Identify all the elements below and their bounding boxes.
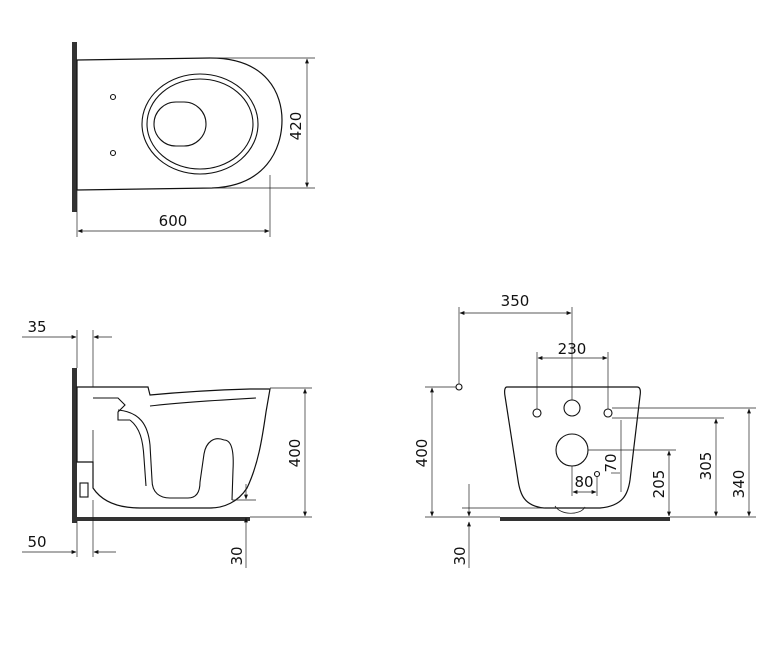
small-hole bbox=[593, 470, 601, 478]
side-view: 35 50 400 30 bbox=[22, 318, 312, 568]
rear-view: 350 230 400 30 205 305 340 70 bbox=[413, 292, 756, 568]
dim-30-label: 30 bbox=[228, 546, 246, 565]
seat-outer bbox=[141, 73, 259, 175]
reference-point bbox=[455, 383, 463, 391]
dim-400r-label: 400 bbox=[413, 439, 431, 468]
dim-400-label: 400 bbox=[286, 439, 304, 468]
side-outlet bbox=[79, 482, 89, 498]
dim-30r-label: 30 bbox=[451, 546, 469, 565]
fixing-hole-bottom bbox=[109, 149, 117, 157]
side-inlet bbox=[93, 397, 130, 421]
bolt-hole-right bbox=[603, 408, 613, 418]
side-rim-line bbox=[149, 397, 257, 407]
side-trap-outer bbox=[117, 409, 225, 499]
bowl-outline bbox=[76, 57, 283, 191]
dim-70-label: 70 bbox=[602, 453, 620, 472]
side-body-outline bbox=[76, 386, 271, 509]
rear-drain-curve bbox=[554, 505, 586, 514]
side-front-wall bbox=[223, 439, 234, 501]
dim-50-label: 50 bbox=[27, 533, 46, 551]
side-wall-line bbox=[72, 368, 77, 523]
dim-230-label: 230 bbox=[558, 340, 587, 358]
floor-line bbox=[77, 517, 250, 521]
seat-inner-edge bbox=[146, 78, 254, 170]
dim-80-label: 80 bbox=[574, 473, 593, 491]
outlet-hole bbox=[555, 433, 589, 467]
dim-205-label: 205 bbox=[650, 470, 668, 499]
dim-340-label: 340 bbox=[730, 470, 748, 499]
dim-305-label: 305 bbox=[697, 452, 715, 481]
rear-floor-line bbox=[500, 517, 670, 521]
dim-35-label: 35 bbox=[27, 318, 46, 336]
dim-350-label: 350 bbox=[501, 292, 530, 310]
side-trap-inner bbox=[129, 419, 147, 487]
wall-line bbox=[72, 42, 77, 212]
top-view: 420 600 bbox=[72, 42, 315, 237]
inlet-hole bbox=[563, 399, 581, 417]
bowl-opening bbox=[153, 101, 207, 147]
dim-420-label: 420 bbox=[287, 112, 305, 141]
fixing-hole-top bbox=[109, 93, 117, 101]
bolt-hole-left bbox=[532, 408, 542, 418]
dim-600-label: 600 bbox=[159, 212, 188, 230]
